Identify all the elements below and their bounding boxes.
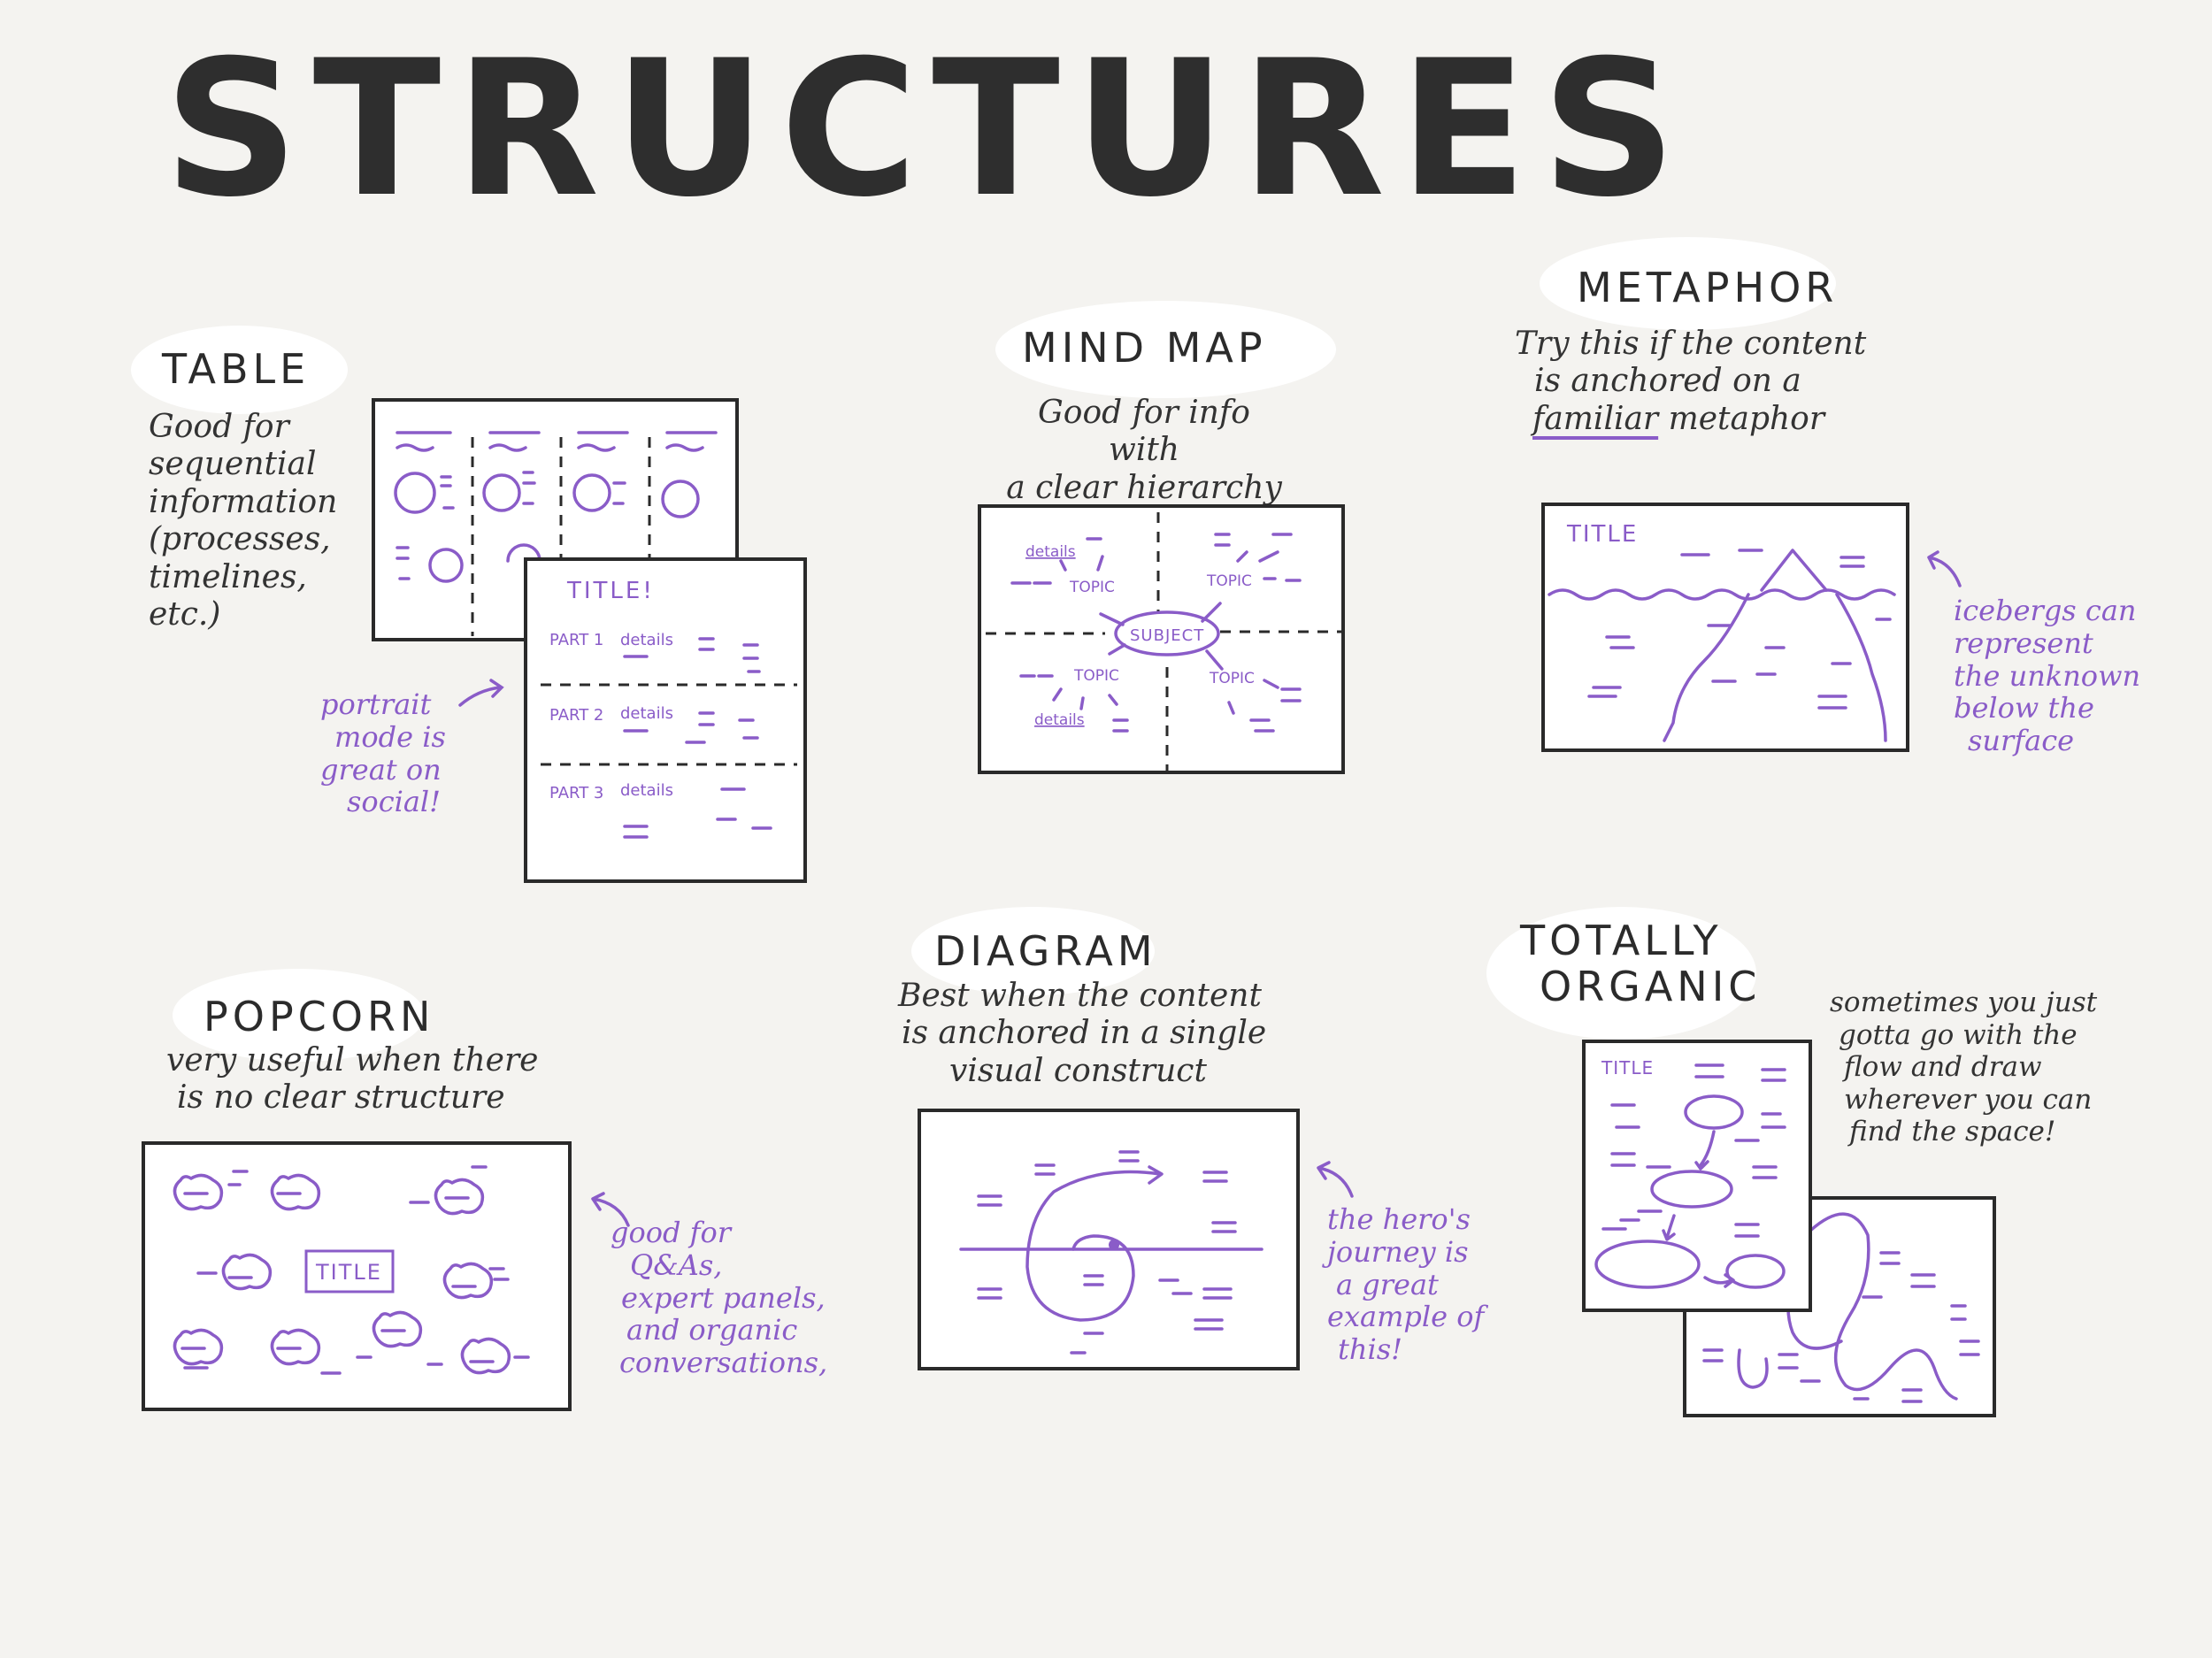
section-heading: MIND MAP (1022, 324, 1267, 372)
arrow-icon (458, 679, 504, 707)
subject-label: SUBJECT (1130, 626, 1204, 645)
table-note: portrait mode is great on social! (320, 687, 446, 819)
diagram-card (918, 1109, 1300, 1370)
heading-bubble (173, 969, 425, 1062)
heading-bubble (1486, 907, 1756, 1040)
section-heading: POPCORN (204, 993, 435, 1040)
diagram-note: the hero's journey is a great example of… (1327, 1202, 1485, 1367)
popcorn-note: good for Q&As, expert panels, and organi… (611, 1216, 828, 1380)
part-label: PART 3 (549, 784, 603, 802)
heading-bubble (1540, 237, 1836, 330)
table-portrait-card: TITLE! PART 1 PART 2 PART 3 details deta… (524, 557, 807, 883)
card-title: TITLE (1601, 1057, 1654, 1078)
mindmap-card: SUBJECT TOPIC TOPIC TOPIC TOPIC details … (978, 504, 1345, 774)
arrow-icon (1927, 550, 1962, 587)
section-description: Good for info with a clear hierarchy (1006, 395, 1282, 506)
details-label: details (620, 631, 673, 649)
section-description: Best when the content is anchored in a s… (898, 978, 1267, 1089)
topic-label: TOPIC (1209, 670, 1255, 687)
metaphor-note: icebergs can represent the unknown below… (1954, 594, 2141, 758)
topic-label: TOPIC (1206, 572, 1252, 590)
section-heading: METAPHOR (1577, 264, 1839, 311)
heading-bubble (131, 326, 348, 414)
section-description: Try this if the content is anchored on a… (1515, 326, 1867, 437)
section-description: Good for sequential information (process… (149, 409, 338, 633)
underlined-word: familiar (1532, 400, 1659, 437)
heading-bubble (995, 301, 1336, 398)
card-title: TITLE! (566, 578, 655, 604)
card-title: TITLE (315, 1260, 382, 1285)
popcorn-card: TITLE (142, 1141, 572, 1411)
card-title: TITLE (1566, 521, 1638, 548)
section-heading: DIAGRAM (934, 927, 1157, 975)
section-heading: TOTALLY ORGANIC (1520, 917, 1762, 1010)
part-label: PART 1 (549, 631, 603, 649)
details-label: details (1025, 543, 1076, 561)
details-label: details (620, 704, 673, 723)
heading-bubble (911, 907, 1155, 995)
organic-front-card: TITLE (1582, 1040, 1812, 1312)
metaphor-card: TITLE (1541, 503, 1909, 752)
section-description: very useful when there is no clear struc… (166, 1042, 539, 1117)
section-description: sometimes you just gotta go with the flo… (1830, 986, 2098, 1148)
details-label: details (1034, 711, 1085, 729)
arrow-icon (1317, 1161, 1354, 1198)
topic-label: TOPIC (1073, 667, 1119, 685)
page-title: STRUCTURES (164, 19, 1691, 238)
section-heading: TABLE (162, 345, 311, 393)
part-label: PART 2 (549, 706, 603, 725)
topic-label: TOPIC (1069, 579, 1115, 596)
details-label: details (620, 781, 673, 800)
arrow-icon (591, 1192, 630, 1227)
